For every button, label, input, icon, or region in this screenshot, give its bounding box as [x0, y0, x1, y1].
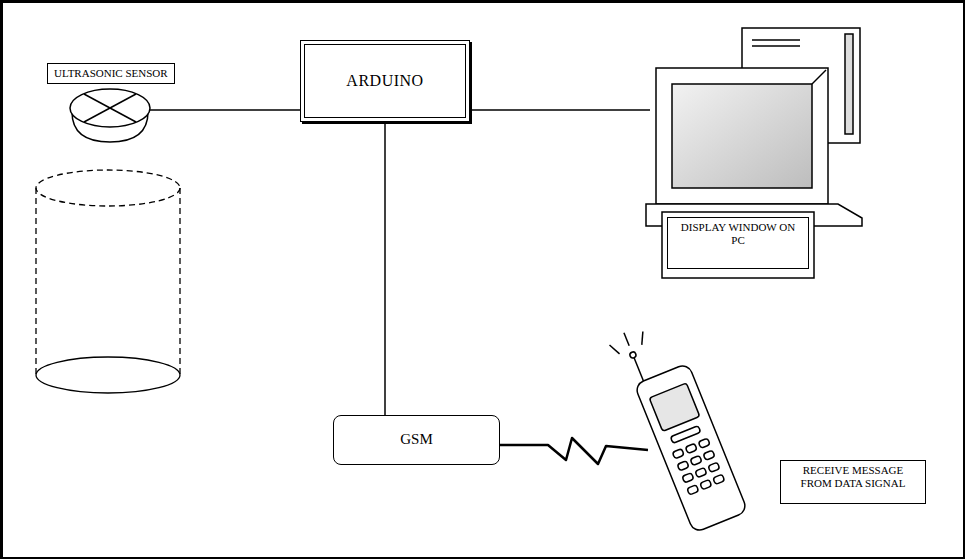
phone-icon: [607, 315, 748, 536]
tank-cylinder: [36, 170, 180, 393]
wire-line: [384, 122, 386, 415]
node-label: ARDUINO: [346, 72, 423, 90]
computer-icon: [646, 28, 862, 278]
sensor-block: ULTRASONIC SENSOR: [35, 58, 194, 148]
node-label: GSM: [400, 431, 433, 448]
node-label: ULTRASONIC SENSOR: [47, 63, 175, 84]
wireless-link: [500, 438, 648, 464]
gsm-box: GSM: [333, 415, 500, 465]
sensor-symbol: [70, 89, 194, 142]
node-label: RECEIVE MESSAGE FROM DATA SIGNAL: [780, 460, 926, 504]
wire-line: [470, 109, 650, 111]
node-label: DISPLAY WINDOW ON PC: [667, 217, 809, 269]
wire-line: [194, 109, 300, 111]
controller-box: ARDUINO: [300, 40, 470, 122]
pc-block: DISPLAY WINDOW ON PC: [650, 26, 865, 282]
phone-block: RECEIVE MESSAGE FROM DATA SIGNAL: [648, 320, 930, 545]
